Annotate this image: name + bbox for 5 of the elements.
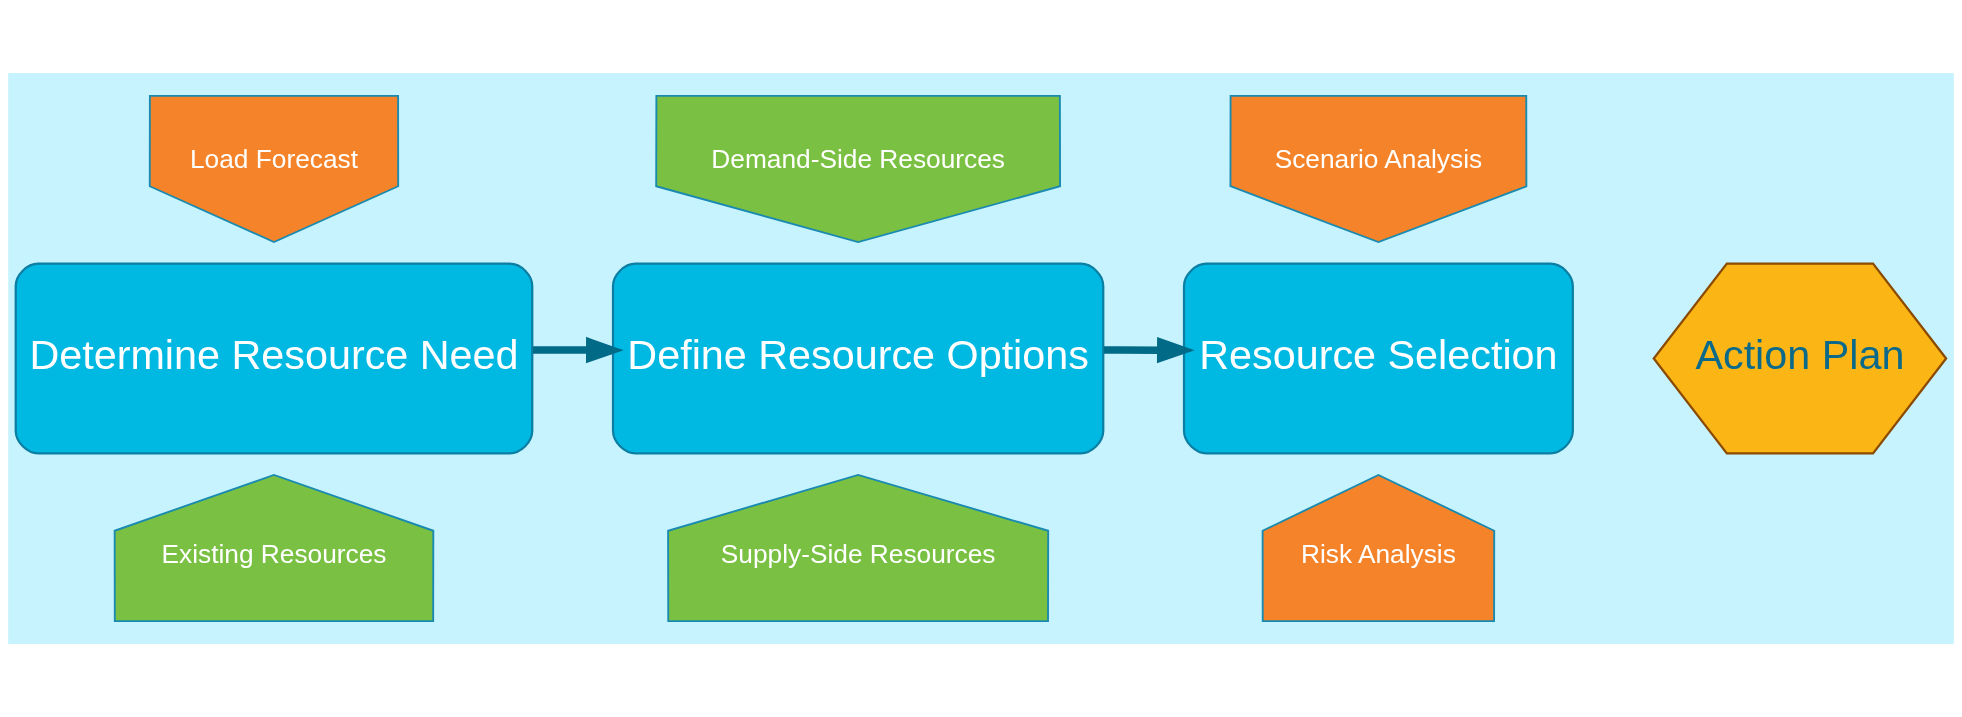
arrow (1103, 336, 1195, 364)
node-box: Define Resource Options (611, 262, 1105, 455)
node-box: Determine Resource Need (14, 262, 534, 455)
node-box: Resource Selection (1182, 262, 1574, 455)
arrow (532, 336, 624, 364)
